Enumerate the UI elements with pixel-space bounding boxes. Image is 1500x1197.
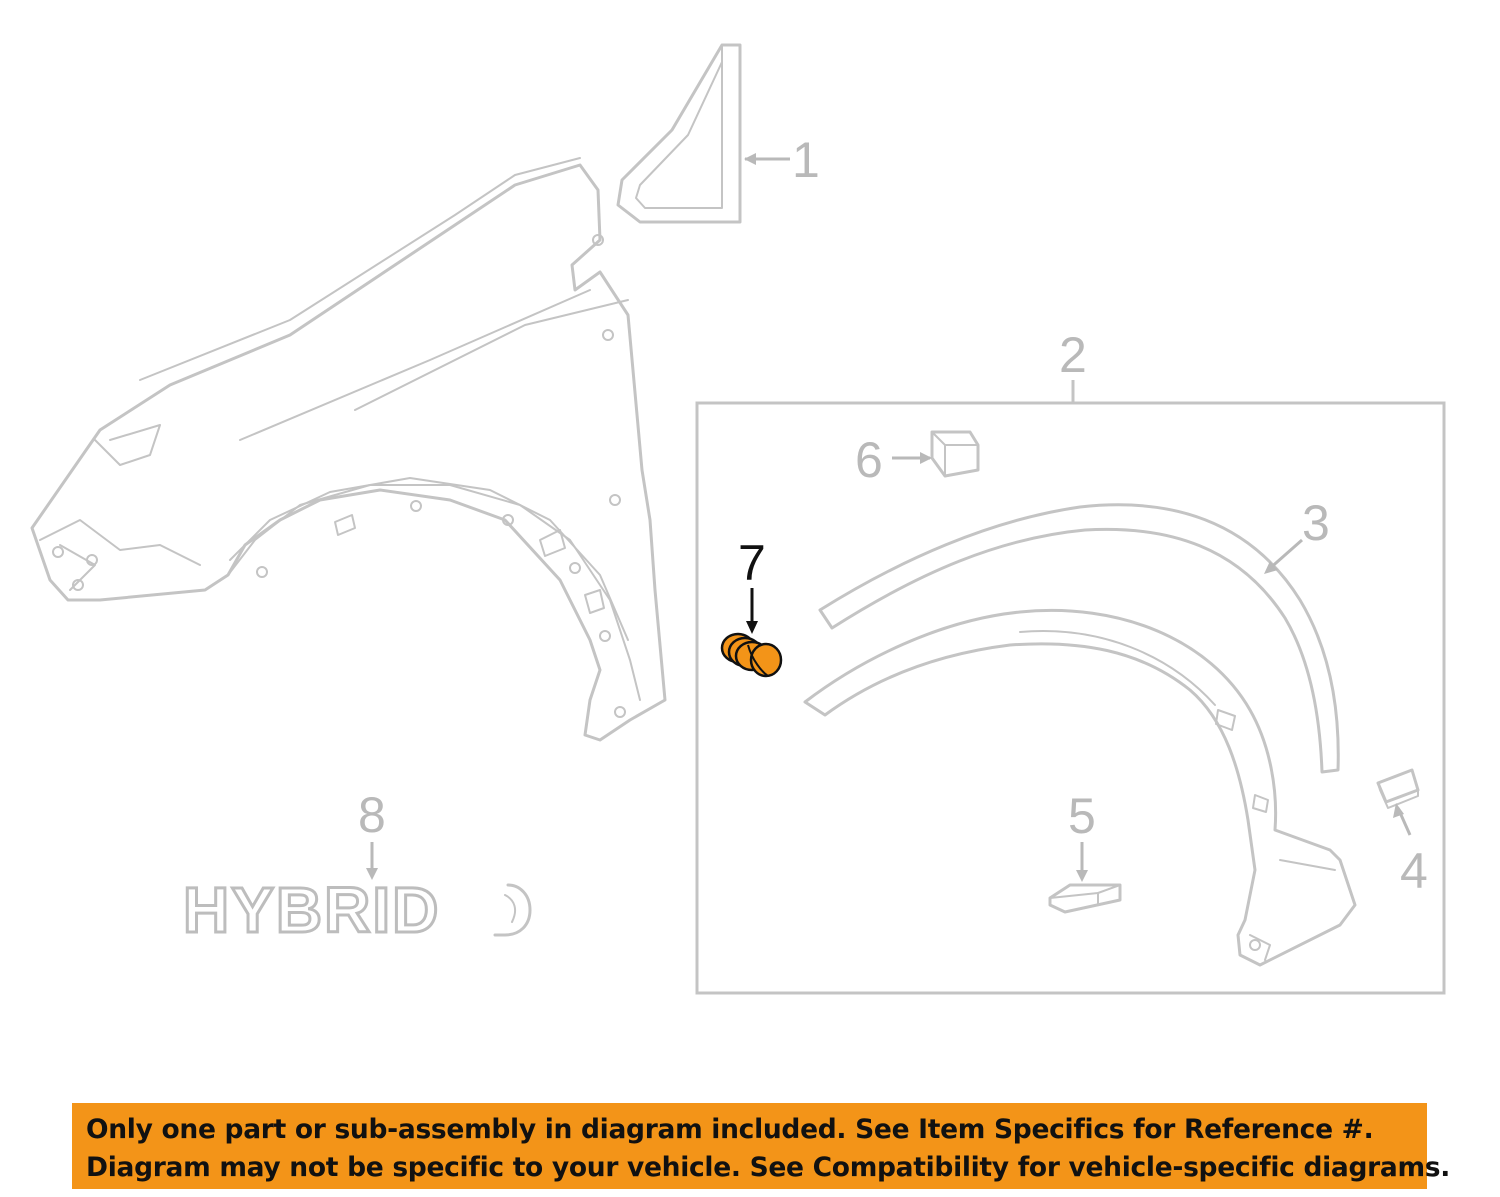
arrow-3 (1267, 538, 1303, 572)
callout-4: 4 (1400, 843, 1428, 899)
callout-2: 2 (1059, 327, 1087, 383)
part-1-fender-trim (616, 43, 742, 224)
part-3-wheel-molding (803, 503, 1357, 967)
part-6-clip (930, 430, 980, 478)
disclaimer-banner: Only one part or sub-assembly in diagram… (72, 1103, 1451, 1189)
assembly-2-box (695, 401, 1446, 995)
svg-text:HYBRID: HYBRID (183, 874, 440, 946)
arrow-8-head (366, 868, 378, 880)
arrow-3-head (1264, 561, 1278, 574)
callout-6: 6 (855, 432, 883, 488)
fender-panel (30, 157, 667, 742)
arrow-4-head (1393, 803, 1404, 818)
callout-8: 8 (358, 787, 386, 843)
arrow-6-head (920, 452, 932, 464)
arrow-7-head (746, 621, 758, 634)
arrow-1-head (744, 153, 756, 165)
part-5-tape (1048, 883, 1122, 914)
callout-3: 3 (1302, 495, 1330, 551)
arrow-5-head (1076, 870, 1088, 882)
callout-7: 7 (738, 535, 766, 591)
part-4-pad (1376, 768, 1420, 809)
disclaimer-line-1: Only one part or sub-assembly in diagram… (86, 1114, 1374, 1145)
callout-5: 5 (1068, 788, 1096, 844)
callout-1: 1 (792, 132, 820, 188)
part-8-hybrid-emblem: HYBRID (182, 873, 532, 948)
part-7-clip-highlighted (720, 632, 783, 678)
disclaimer-line-2: Diagram may not be specific to your vehi… (86, 1152, 1451, 1183)
